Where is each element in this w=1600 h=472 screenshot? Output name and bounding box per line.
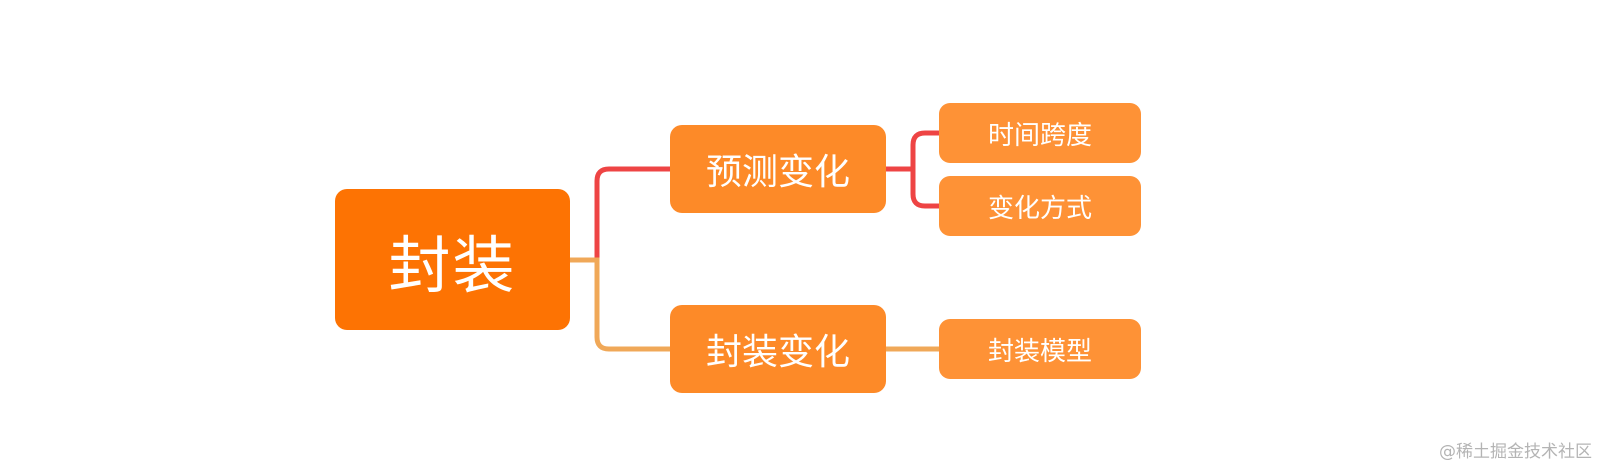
leaf-node-time-span[interactable]: 时间跨度: [939, 103, 1141, 163]
branch-node-label: 预测变化: [705, 152, 850, 193]
connector-branch-1-to-leaf-2: [910, 166, 942, 209]
connector-root-to-branch-2: [567, 257, 673, 352]
leaf-node-label: 时间跨度: [987, 120, 1092, 151]
leaf-node-label: 变化方式: [987, 193, 1092, 224]
branch-node-label: 封装变化: [705, 332, 850, 373]
leaf-node-encapsulate-model[interactable]: 封装模型: [939, 319, 1141, 379]
watermark: @稀土掘金技术社区: [1439, 442, 1592, 462]
branch-node-encapsulate-change[interactable]: 封装变化: [670, 305, 886, 393]
branch-node-predict-change[interactable]: 预测变化: [670, 125, 886, 213]
root-node-label: 封装: [388, 228, 517, 302]
connector-root-to-branch-1: [567, 166, 673, 263]
connector-branch-1-to-leaf-1: [883, 130, 942, 172]
leaf-node-label: 封装模型: [987, 336, 1092, 367]
leaf-node-change-mode[interactable]: 变化方式: [939, 176, 1141, 236]
root-node[interactable]: 封装: [335, 189, 570, 330]
